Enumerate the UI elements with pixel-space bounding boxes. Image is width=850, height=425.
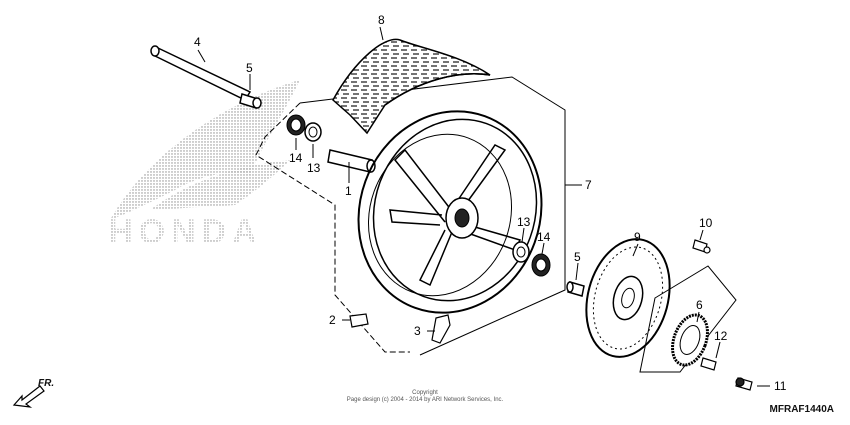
dust-seal-left [286, 114, 306, 136]
callout-5-right: 5 [574, 250, 581, 264]
side-collar-right [566, 281, 585, 297]
assembly-outline [255, 76, 582, 356]
callout-7: 7 [585, 178, 592, 192]
flange-bolt [735, 377, 753, 391]
dust-seal-right [531, 253, 551, 277]
pulser-ring [639, 265, 737, 373]
brake-disc [585, 238, 671, 358]
distance-collar [327, 149, 376, 173]
callout-13-right: 13 [517, 215, 531, 229]
callout-4: 4 [194, 35, 201, 49]
callout-14-right: 14 [537, 230, 551, 244]
front-direction-label: FR. [38, 378, 55, 389]
callout-5-left: 5 [246, 61, 253, 75]
balance-weight [349, 313, 369, 328]
honda-wing-logo [110, 80, 300, 220]
callout-6: 6 [696, 298, 703, 312]
callout-12: 12 [714, 329, 728, 343]
callout-14-left: 14 [289, 151, 303, 165]
honda-logo-text: HONDA [108, 213, 263, 251]
diagram-code: MFRAF1440A [769, 404, 834, 415]
callout-8: 8 [378, 13, 385, 27]
callout-1: 1 [345, 184, 352, 198]
callout-10: 10 [699, 216, 713, 230]
callout-9: 9 [634, 230, 641, 244]
callout-13-left: 13 [307, 161, 321, 175]
copyright-label: Copyright [412, 390, 438, 396]
side-collar-left [239, 93, 262, 109]
leader-lines [197, 26, 770, 387]
copyright-line: Page design (c) 2004 - 2014 by ARI Netwo… [346, 397, 504, 403]
callout-3: 3 [414, 324, 421, 338]
bearing-left [304, 122, 322, 142]
pulser-bolt [700, 357, 717, 371]
disc-bolt [692, 239, 711, 254]
callout-11: 11 [774, 379, 787, 393]
bearing-right [512, 241, 530, 263]
valve-stem [431, 314, 451, 344]
callout-2: 2 [329, 313, 336, 327]
front-direction-arrow-icon [12, 385, 45, 408]
tire [332, 38, 491, 135]
